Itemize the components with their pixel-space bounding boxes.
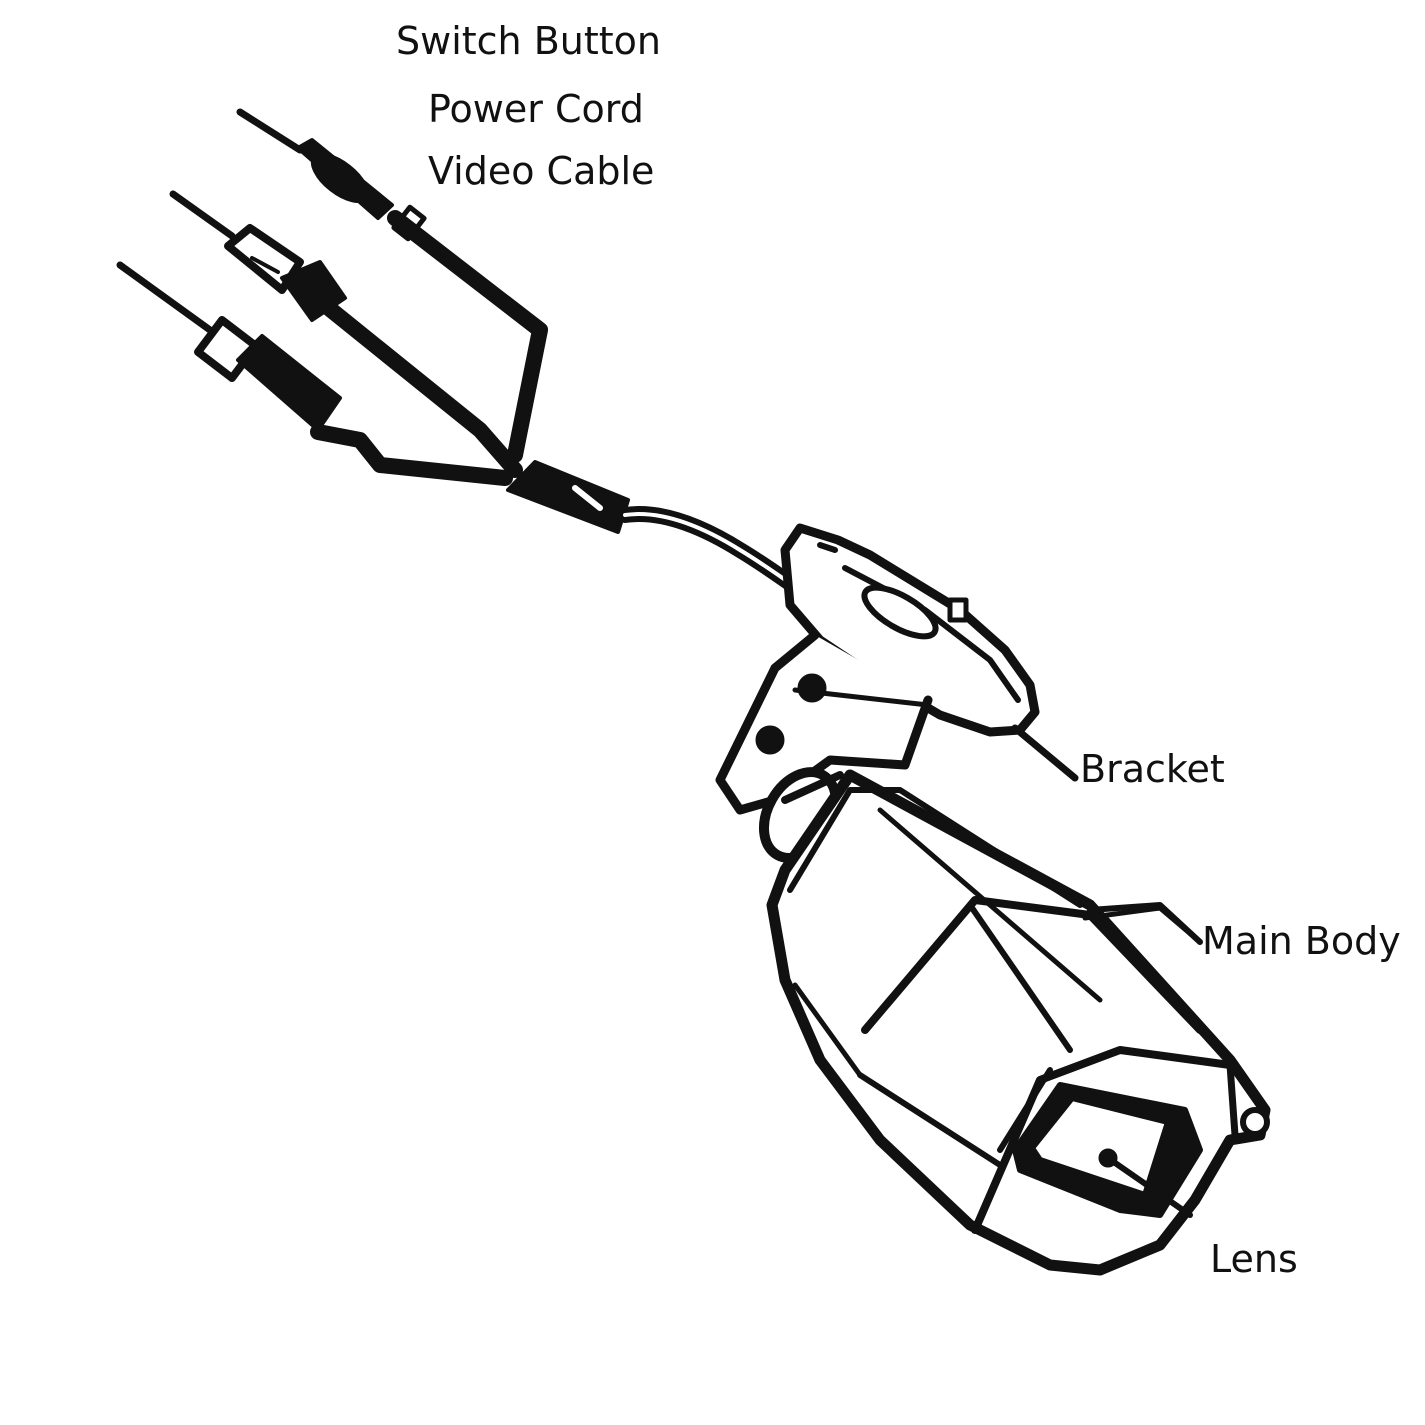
main-body-label: Main Body [1202,919,1401,963]
bracket-label: Bracket [1080,747,1225,791]
switch-button-label: Switch Button [396,19,661,63]
cable-junction [506,460,808,598]
main-body-leader [1082,905,1203,945]
lens-label: Lens [1210,1237,1298,1281]
bracket [715,523,1079,815]
power-cord-cable [169,190,523,478]
lens [1012,1082,1203,1218]
switch-button-cable [236,108,548,463]
video-cable-label: Video Cable [428,149,655,193]
power-cord-label: Power Cord [428,87,644,131]
video-cable [116,261,513,486]
main-body [758,767,1271,1276]
